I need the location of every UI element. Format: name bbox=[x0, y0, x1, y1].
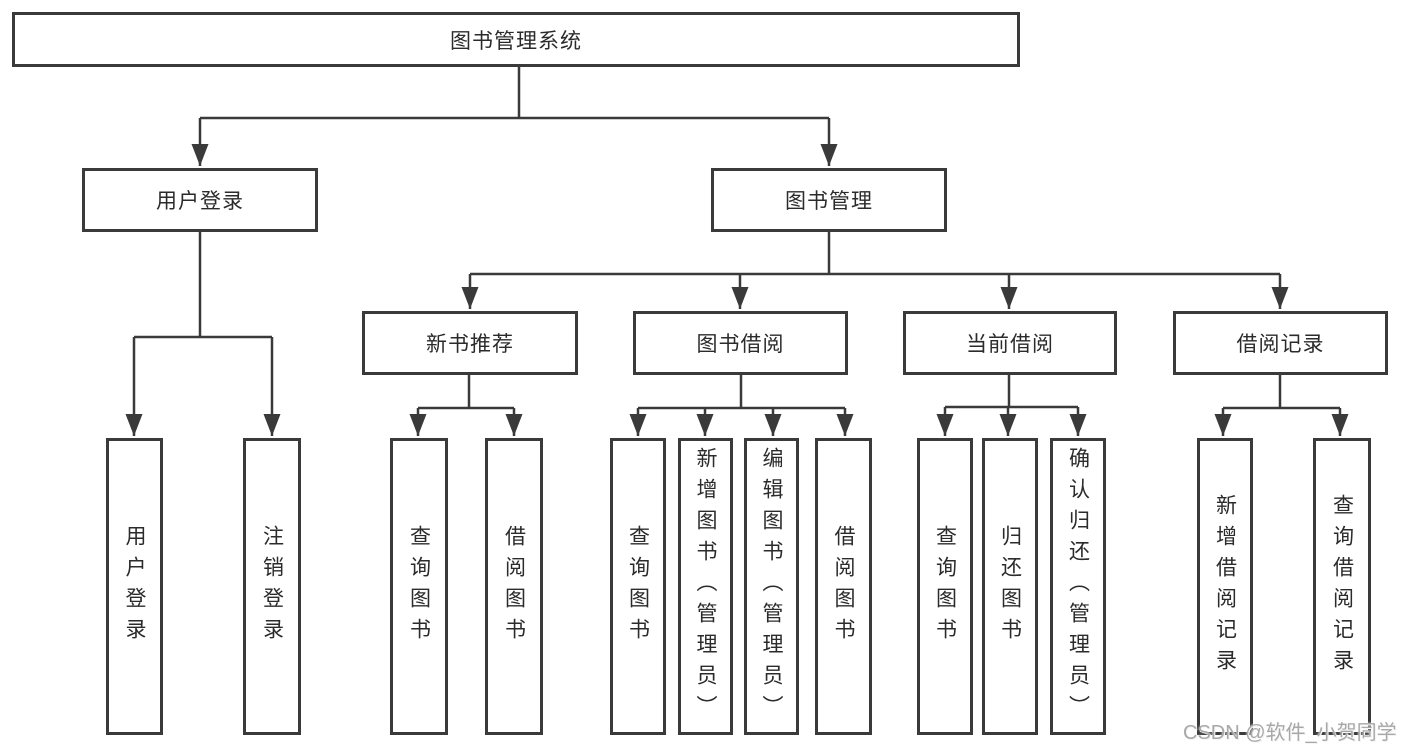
node-leaf-current-confirm-admin-label: 确认归还（管理员） bbox=[1066, 447, 1090, 726]
node-leaf-current-return-label: 归还图书 bbox=[998, 524, 1022, 649]
node-leaf-logout-label: 注销登录 bbox=[260, 524, 284, 649]
node-leaf-record-add: 新增借阅记录 bbox=[1197, 438, 1253, 735]
node-leaf-current-return: 归还图书 bbox=[982, 438, 1038, 735]
node-borrowing-records: 借阅记录 bbox=[1173, 311, 1388, 375]
node-leaf-record-add-label: 新增借阅记录 bbox=[1213, 493, 1237, 680]
node-new-book-recommend-label: 新书推荐 bbox=[426, 333, 514, 356]
node-leaf-borrow-borrow: 借阅图书 bbox=[815, 438, 872, 735]
node-book-borrowing: 图书借阅 bbox=[633, 311, 848, 375]
node-leaf-user-login-label: 用户登录 bbox=[123, 524, 146, 649]
node-book-management-branch: 图书管理 bbox=[711, 168, 947, 232]
node-book-borrowing-label: 图书借阅 bbox=[696, 333, 785, 356]
node-leaf-newbook-borrow-label: 借阅图书 bbox=[502, 524, 526, 649]
node-current-borrowing: 当前借阅 bbox=[903, 311, 1117, 375]
node-leaf-borrow-add-admin: 新增图书（管理员） bbox=[678, 438, 733, 735]
node-leaf-current-query: 查询图书 bbox=[917, 438, 973, 735]
node-book-management-branch-label: 图书管理 bbox=[785, 190, 873, 213]
node-user-login-branch-label: 用户登录 bbox=[156, 190, 244, 213]
csdn-watermark: CSDN @软件_小贺同学 bbox=[1183, 722, 1397, 744]
node-leaf-newbook-borrow: 借阅图书 bbox=[485, 438, 543, 735]
node-leaf-newbook-query-label: 查询图书 bbox=[407, 524, 431, 649]
node-leaf-user-login: 用户登录 bbox=[106, 438, 163, 735]
node-leaf-borrow-borrow-label: 借阅图书 bbox=[832, 524, 855, 649]
node-borrowing-records-label: 借阅记录 bbox=[1236, 333, 1325, 356]
node-leaf-record-query-label: 查询借阅记录 bbox=[1330, 493, 1354, 680]
node-leaf-borrow-edit-admin: 编辑图书（管理员） bbox=[744, 438, 799, 735]
node-root: 图书管理系统 bbox=[12, 12, 1020, 67]
node-leaf-logout: 注销登录 bbox=[243, 438, 301, 735]
node-leaf-record-query: 查询借阅记录 bbox=[1313, 438, 1371, 735]
node-leaf-newbook-query: 查询图书 bbox=[390, 438, 448, 735]
node-current-borrowing-label: 当前借阅 bbox=[966, 333, 1054, 356]
node-leaf-borrow-query-label: 查询图书 bbox=[626, 524, 650, 649]
node-leaf-borrow-add-admin-label: 新增图书（管理员） bbox=[694, 447, 717, 726]
node-root-label: 图书管理系统 bbox=[450, 29, 582, 53]
node-leaf-current-query-label: 查询图书 bbox=[933, 524, 957, 649]
node-leaf-current-confirm-admin: 确认归还（管理员） bbox=[1050, 438, 1106, 735]
node-leaf-borrow-edit-admin-label: 编辑图书（管理员） bbox=[760, 447, 783, 726]
node-new-book-recommend: 新书推荐 bbox=[362, 311, 578, 375]
node-user-login-branch: 用户登录 bbox=[82, 168, 318, 232]
node-leaf-borrow-query: 查询图书 bbox=[610, 438, 666, 735]
